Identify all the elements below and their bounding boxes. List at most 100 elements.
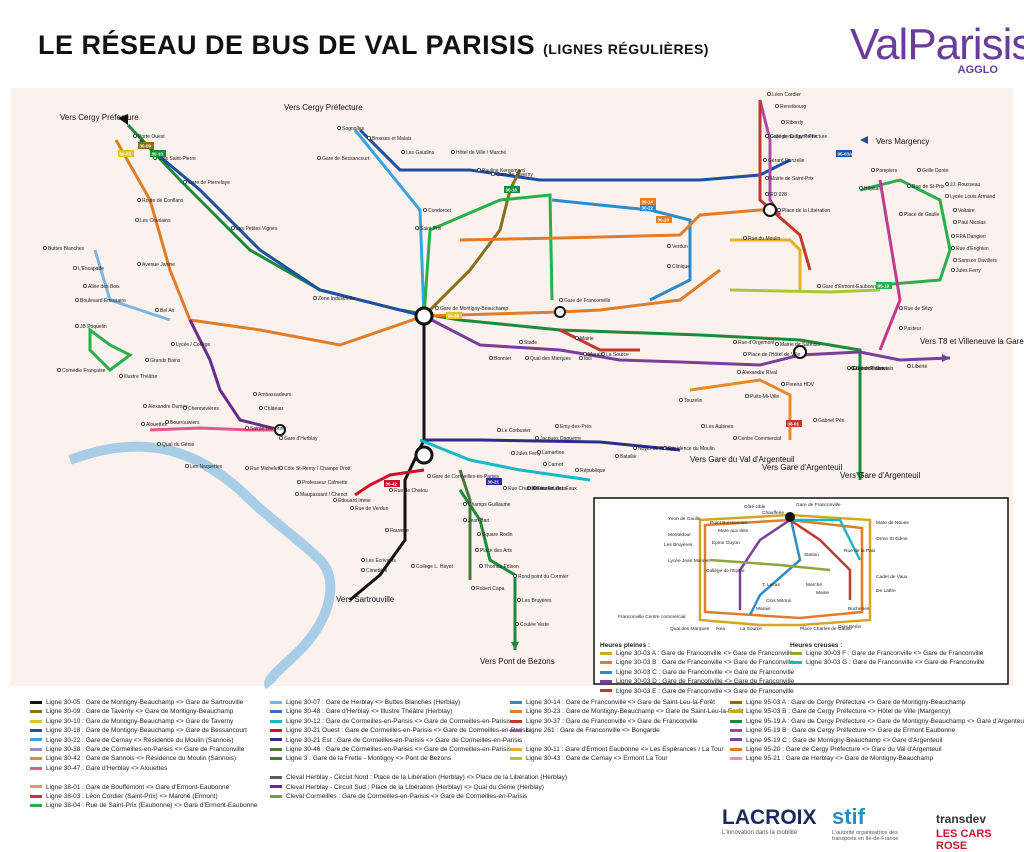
stop-marker[interactable] xyxy=(945,181,950,186)
stop-marker[interactable] xyxy=(871,167,876,172)
stop-marker[interactable] xyxy=(252,391,257,396)
stop-marker[interactable] xyxy=(136,261,141,266)
stop-marker[interactable] xyxy=(462,501,467,506)
stop-marker[interactable] xyxy=(336,126,341,131)
stop-marker[interactable] xyxy=(182,405,187,410)
stop-marker[interactable] xyxy=(615,453,620,458)
stop-marker[interactable] xyxy=(667,263,672,268)
stop-marker[interactable] xyxy=(817,283,822,288)
stop-marker[interactable] xyxy=(953,257,958,262)
stop-marker[interactable] xyxy=(388,487,393,492)
stop-marker[interactable] xyxy=(945,193,950,198)
stop-marker[interactable] xyxy=(733,339,738,344)
stop-marker[interactable] xyxy=(476,167,481,172)
stop-marker[interactable] xyxy=(765,133,770,138)
stop-marker[interactable] xyxy=(296,479,301,484)
hub-ermont[interactable] xyxy=(763,203,777,217)
stop-marker[interactable] xyxy=(144,357,149,362)
stop-marker[interactable] xyxy=(450,149,455,154)
stop-marker[interactable] xyxy=(765,175,770,180)
stop-marker[interactable] xyxy=(164,419,169,424)
stop-marker[interactable] xyxy=(847,365,852,370)
stop-marker[interactable] xyxy=(733,435,738,440)
stop-marker[interactable] xyxy=(510,450,515,455)
stop-marker[interactable] xyxy=(410,564,415,569)
hub-montigny-beauchamp[interactable] xyxy=(414,306,434,326)
stop-marker[interactable] xyxy=(182,179,187,184)
hub-sannois[interactable] xyxy=(793,345,807,359)
stop-marker[interactable] xyxy=(533,485,538,490)
stop-marker[interactable] xyxy=(230,225,235,230)
stop-marker[interactable] xyxy=(767,92,772,97)
stop-marker[interactable] xyxy=(951,245,956,250)
stop-marker[interactable] xyxy=(316,155,321,160)
stop-marker[interactable] xyxy=(119,373,124,378)
stop-marker[interactable] xyxy=(57,367,62,372)
stop-marker[interactable] xyxy=(478,564,483,569)
stop-marker[interactable] xyxy=(745,393,750,398)
stop-marker[interactable] xyxy=(907,363,912,368)
stop-marker[interactable] xyxy=(781,120,786,125)
stop-marker[interactable] xyxy=(384,528,389,533)
stop-marker[interactable] xyxy=(743,235,748,240)
stop-marker[interactable] xyxy=(496,427,501,432)
stop-marker[interactable] xyxy=(515,622,520,627)
stop-marker[interactable] xyxy=(366,135,371,140)
stop-marker[interactable] xyxy=(488,355,493,360)
stop-marker[interactable] xyxy=(434,305,439,310)
stop-marker[interactable] xyxy=(527,485,532,490)
stop-marker[interactable] xyxy=(184,463,189,468)
stop-marker[interactable] xyxy=(953,219,958,224)
stop-marker[interactable] xyxy=(502,485,507,490)
stop-marker[interactable] xyxy=(777,207,782,212)
stop-marker[interactable] xyxy=(517,598,522,603)
stop-marker[interactable] xyxy=(535,435,540,440)
stop-marker[interactable] xyxy=(633,445,638,450)
stop-marker[interactable] xyxy=(414,225,419,230)
stop-marker[interactable] xyxy=(75,323,80,328)
stop-marker[interactable] xyxy=(294,491,299,496)
stop-marker[interactable] xyxy=(555,423,560,428)
hub-franconville[interactable] xyxy=(554,306,566,318)
stop-marker[interactable] xyxy=(763,157,768,162)
stop-marker[interactable] xyxy=(244,425,249,430)
stop-marker[interactable] xyxy=(474,548,479,553)
stop-marker[interactable] xyxy=(244,465,249,470)
stop-marker[interactable] xyxy=(765,191,770,196)
stop-marker[interactable] xyxy=(134,217,139,222)
stop-marker[interactable] xyxy=(775,104,780,109)
stop-marker[interactable] xyxy=(490,171,495,176)
stop-marker[interactable] xyxy=(360,558,365,563)
stop-marker[interactable] xyxy=(513,574,518,579)
stop-marker[interactable] xyxy=(154,307,159,312)
stop-marker[interactable] xyxy=(543,461,548,466)
stop-marker[interactable] xyxy=(899,305,904,310)
stop-marker[interactable] xyxy=(853,365,858,370)
stop-marker[interactable] xyxy=(470,586,475,591)
stop-marker[interactable] xyxy=(775,341,780,346)
stop-marker[interactable] xyxy=(75,297,80,302)
stop-marker[interactable] xyxy=(519,339,524,344)
stop-marker[interactable] xyxy=(907,183,912,188)
stop-marker[interactable] xyxy=(360,568,365,573)
stop-marker[interactable] xyxy=(258,405,263,410)
stop-marker[interactable] xyxy=(743,351,748,356)
stop-marker[interactable] xyxy=(663,445,668,450)
stop-marker[interactable] xyxy=(667,243,672,248)
stop-marker[interactable] xyxy=(156,441,161,446)
stop-marker[interactable] xyxy=(737,369,742,374)
stop-marker[interactable] xyxy=(170,341,175,346)
stop-marker[interactable] xyxy=(525,355,530,360)
stop-marker[interactable] xyxy=(278,465,283,470)
stop-marker[interactable] xyxy=(422,207,427,212)
stop-marker[interactable] xyxy=(142,403,147,408)
stop-marker[interactable] xyxy=(73,265,78,270)
stop-marker[interactable] xyxy=(781,381,786,386)
stop-marker[interactable] xyxy=(136,197,141,202)
stop-marker[interactable] xyxy=(583,351,588,356)
stop-marker[interactable] xyxy=(899,211,904,216)
stop-marker[interactable] xyxy=(951,233,956,238)
inset-hub-franconville[interactable] xyxy=(785,512,795,522)
stop-marker[interactable] xyxy=(349,505,354,510)
stop-marker[interactable] xyxy=(679,397,684,402)
